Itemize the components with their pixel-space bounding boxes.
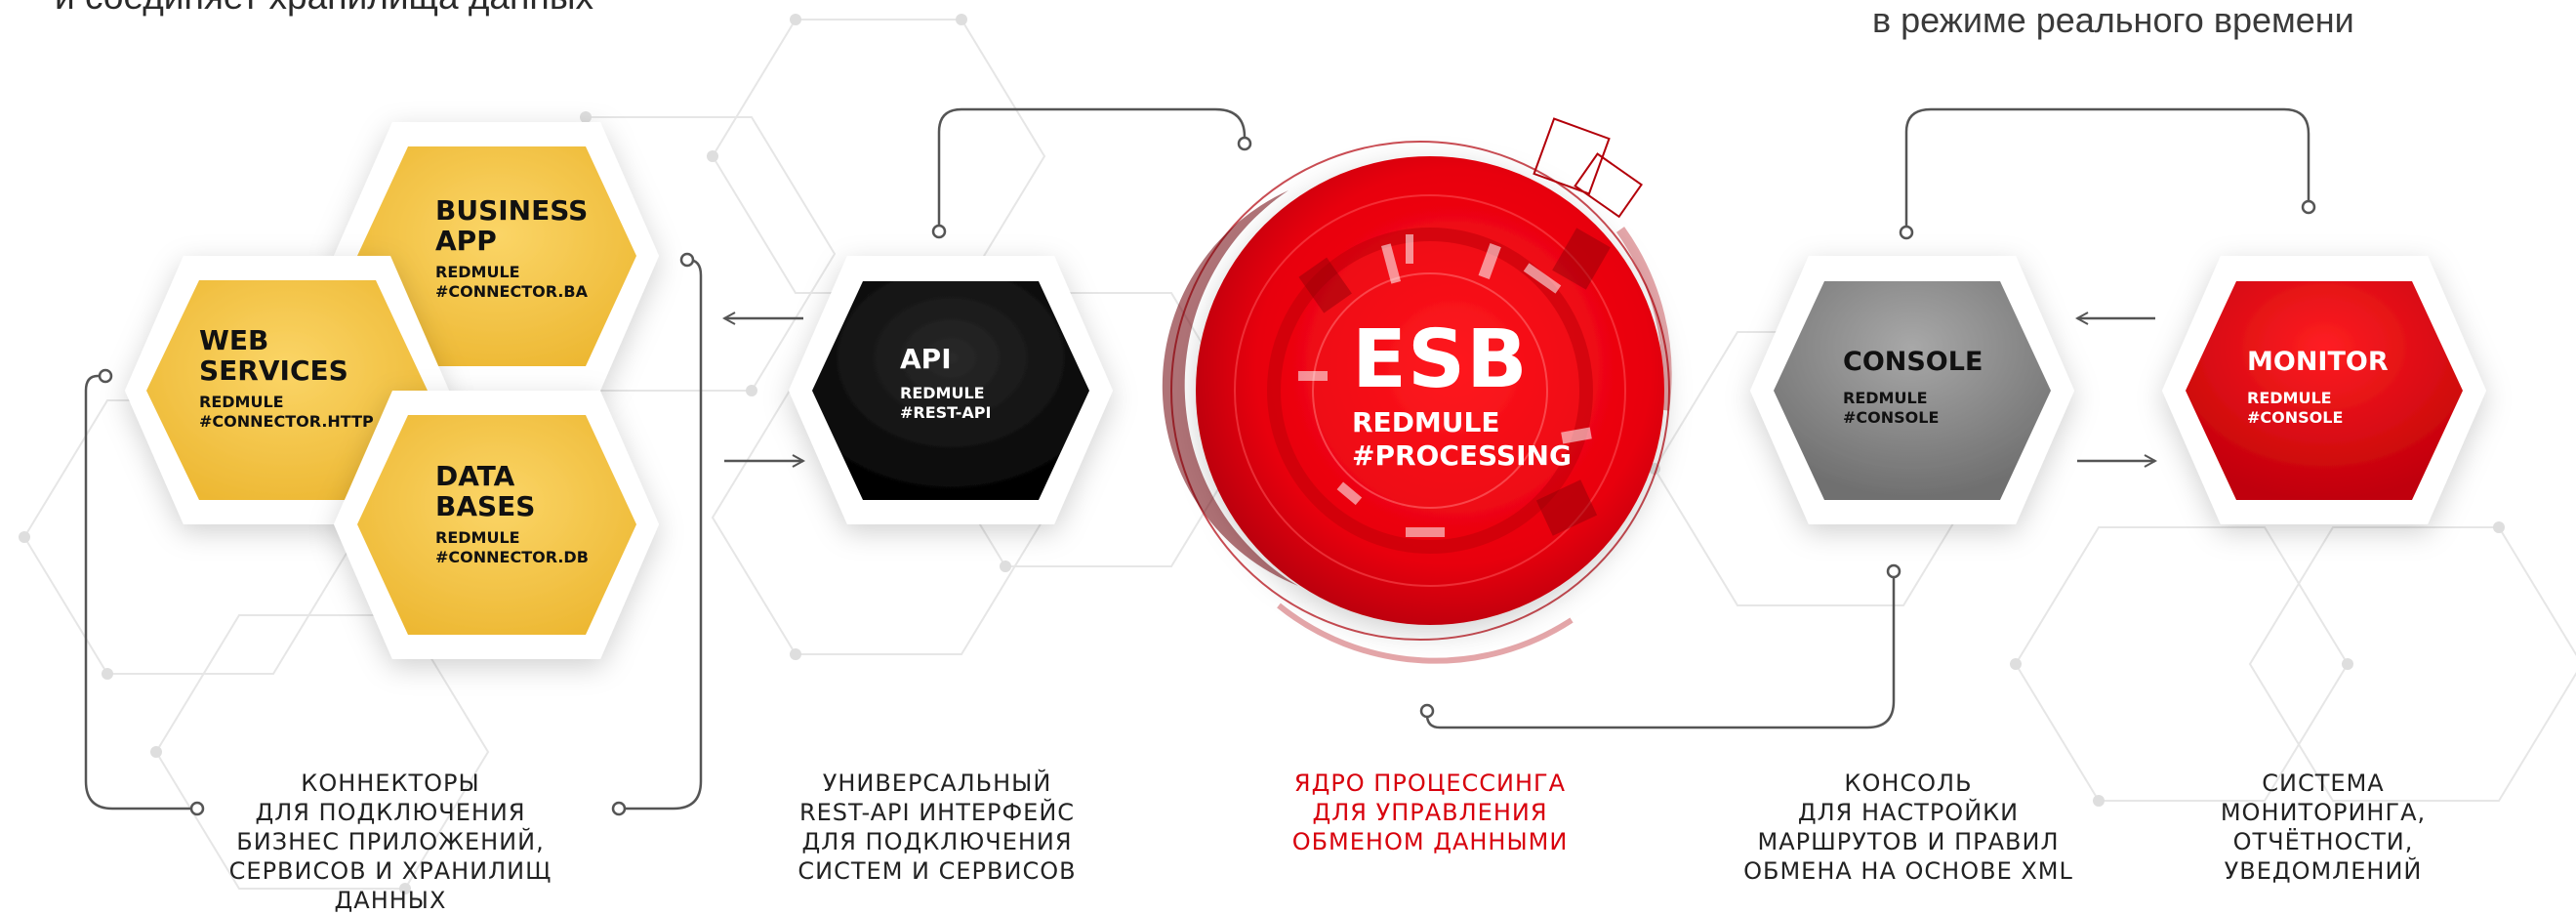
node-business-app: BUSINESS APP REDMULE #CONNECTOR.BA — [435, 195, 588, 302]
caption-monitor: СИСТЕМА МОНИТОРИНГА, ОТЧЁТНОСТИ, УВЕДОМЛ… — [2187, 769, 2460, 886]
caption-connectors-line-4: СЕРВИСОВ И ХРАНИЛИЩ — [228, 857, 552, 885]
caption-monitor-line-1: СИСТЕМА — [2262, 769, 2385, 797]
hex-console — [1750, 256, 2074, 524]
console-sub-1: REDMULE — [1843, 389, 1928, 408]
caption-esb-line-1: ЯДРО ПРОЦЕССИНГА — [1293, 769, 1567, 797]
connector-lines — [84, 107, 2316, 816]
hex-monitor — [2162, 256, 2486, 524]
api-esb-link — [937, 107, 1247, 229]
esb-core — [1162, 117, 1672, 664]
caption-console: КОНСОЛЬ ДЛЯ НАСТРОЙКИ МАРШРУТОВ И ПРАВИЛ… — [1733, 769, 2084, 886]
business-app-title-1: BUSINESS — [435, 194, 589, 227]
monitor-sub-2: #CONSOLE — [2247, 408, 2344, 428]
node-console: CONSOLE REDMULE #CONSOLE — [1843, 347, 1983, 428]
api-title: API — [900, 343, 952, 375]
caption-esb: ЯДРО ПРОЦЕССИНГА ДЛЯ УПРАВЛЕНИЯ ОБМЕНОМ … — [1284, 769, 1576, 856]
monitor-sub-1: REDMULE — [2247, 389, 2332, 408]
header-left-text: и соединяет хранилища данных — [55, 0, 593, 18]
data-bases-sub-2: #CONNECTOR.DB — [435, 547, 589, 566]
caption-esb-line-2: ДЛЯ УПРАВЛЕНИЯ — [1312, 799, 1548, 826]
esb-title: ESB — [1352, 313, 1529, 406]
caption-connectors-line-2: ДЛЯ ПОДКЛЮЧЕНИЯ — [255, 799, 526, 826]
caption-console-line-4: ОБМЕНА НА ОСНОВЕ XML — [1743, 857, 2073, 885]
data-bases-title-2: BASES — [435, 490, 536, 523]
business-app-sub-2: #CONNECTOR.BA — [435, 281, 588, 301]
web-services-title-1: WEB — [199, 324, 269, 356]
caption-api: УНИВЕРСАЛЬНЫЙ REST-API ИНТЕРФЕЙС ДЛЯ ПОД… — [781, 769, 1093, 886]
header-right-text: в режиме реального времени — [1872, 0, 2354, 40]
hex-data-bases — [334, 391, 659, 659]
left-bracket-line — [84, 374, 195, 811]
esb-sub-2: #PROCESSING — [1352, 439, 1572, 472]
node-monitor: MONITOR REDMULE #CONSOLE — [2247, 347, 2389, 428]
caption-connectors-line-5: ДАННЫХ — [334, 887, 447, 914]
arrows — [724, 318, 2155, 461]
caption-connectors-line-1: КОННЕКТОРЫ — [301, 769, 480, 797]
web-services-title-2: SERVICES — [199, 354, 348, 388]
console-monitor-link — [1904, 107, 2310, 230]
monitor-title: MONITOR — [2247, 347, 2389, 377]
caption-console-line-1: КОНСОЛЬ — [1844, 769, 1973, 797]
caption-monitor-line-3: ОТЧЁТНОСТИ, — [2232, 828, 2414, 855]
caption-connectors: КОННЕКТОРЫ ДЛЯ ПОДКЛЮЧЕНИЯ БИЗНЕС ПРИЛОЖ… — [215, 769, 566, 915]
data-bases-sub-1: REDMULE — [435, 527, 520, 547]
node-esb: ESB REDMULE #PROCESSING — [1352, 320, 1572, 473]
api-sub-2: #REST-API — [900, 403, 992, 423]
caption-esb-line-3: ОБМЕНОМ ДАННЫМИ — [1291, 828, 1569, 855]
console-esb-link — [1425, 573, 1896, 729]
caption-console-line-2: ДЛЯ НАСТРОЙКИ — [1797, 799, 2020, 826]
esb-sub-1: REDMULE — [1352, 406, 1500, 438]
hex-api — [789, 256, 1113, 524]
caption-api-line-2: REST-API ИНТЕРФЕЙС — [798, 799, 1076, 826]
caption-api-line-3: ДЛЯ ПОДКЛЮЧЕНИЯ — [801, 828, 1073, 855]
api-sub-1: REDMULE — [900, 384, 985, 403]
web-services-sub-1: REDMULE — [199, 392, 284, 411]
node-data-bases: DATA BASES REDMULE #CONNECTOR.DB — [435, 461, 589, 567]
business-app-title-2: APP — [435, 225, 497, 258]
node-web-services: WEB SERVICES REDMULE #CONNECTOR.HTTP — [199, 325, 374, 432]
caption-console-line-3: МАРШРУТОВ И ПРАВИЛ — [1757, 828, 2060, 855]
business-app-sub-1: REDMULE — [435, 262, 520, 281]
data-bases-title-1: DATA — [435, 460, 515, 492]
caption-api-line-4: СИСТЕМ И СЕРВИСОВ — [797, 857, 1077, 885]
caption-connectors-line-3: БИЗНЕС ПРИЛОЖЕНИЙ, — [236, 828, 545, 855]
web-services-sub-2: #CONNECTOR.HTTP — [199, 411, 374, 431]
console-sub-2: #CONSOLE — [1843, 408, 1940, 428]
right-bracket-line — [621, 258, 703, 811]
caption-api-line-1: УНИВЕРСАЛЬНЫЙ — [822, 769, 1052, 797]
node-api: API REDMULE #REST-API — [900, 344, 991, 423]
console-title: CONSOLE — [1843, 347, 1983, 377]
caption-monitor-line-4: УВЕДОМЛЕНИЙ — [2224, 857, 2423, 885]
caption-monitor-line-2: МОНИТОРИНГА, — [2220, 799, 2427, 826]
